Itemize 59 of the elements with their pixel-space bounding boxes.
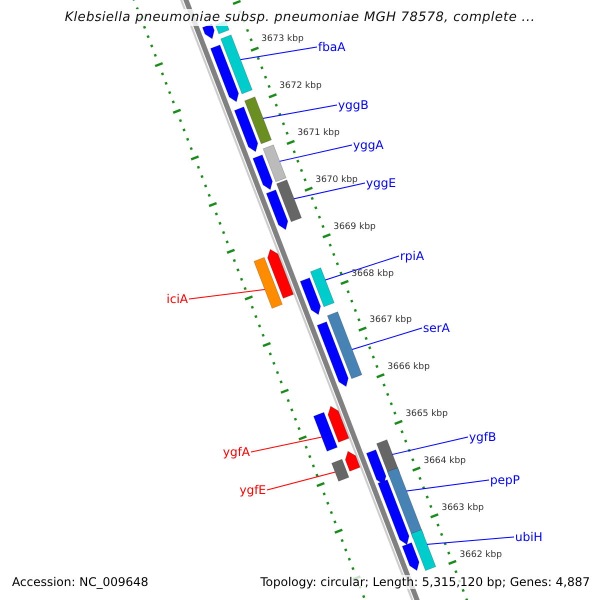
leader-line <box>262 104 338 119</box>
gene-block <box>234 106 258 152</box>
gene-label: pepP <box>490 474 520 486</box>
scale-label: 3664 kbp <box>423 456 466 466</box>
gene-block <box>254 257 283 309</box>
leader-line <box>426 536 514 545</box>
gene-block <box>331 458 350 482</box>
gene-block <box>202 24 215 40</box>
scale-label: 3662 kbp <box>460 550 502 560</box>
gene-label: ygfE <box>239 484 266 496</box>
gene-block <box>345 450 360 472</box>
gene-block <box>366 449 386 485</box>
gene-block <box>262 144 286 182</box>
gene-label: ygfB <box>469 431 496 443</box>
scale-label: 3673 kbp <box>261 35 304 44</box>
scale-label: 3669 kbp <box>333 222 376 232</box>
accession-label: Accession: NC_009648 <box>10 575 150 589</box>
gene-label: ubiH <box>515 531 543 543</box>
gene-block <box>220 34 253 94</box>
gene-block <box>313 412 338 452</box>
gene-block <box>402 542 420 571</box>
gene-block <box>378 479 410 545</box>
leader-line <box>406 480 490 492</box>
gene-block <box>316 321 349 388</box>
scale-label: 3666 kbp <box>387 363 430 372</box>
leader-line <box>188 288 266 300</box>
gene-block <box>410 529 436 571</box>
scale-label: 3663 kbp <box>441 504 484 513</box>
gene-block <box>328 406 350 443</box>
gene-label: yggB <box>338 99 369 111</box>
scale-label: 3672 kbp <box>279 82 322 92</box>
gene-block <box>244 96 272 144</box>
gene-block <box>267 248 294 299</box>
gene-label: yggE <box>366 177 396 189</box>
leader-line <box>279 144 352 162</box>
scale-label: 3667 kbp <box>369 316 412 326</box>
gene-label: rpiA <box>400 250 424 262</box>
gene-block <box>276 179 302 222</box>
scale-label: 3668 kbp <box>351 270 394 279</box>
genome-summary-label: Topology: circular; Length: 5,315,120 bp; Genes: 4,887 <box>258 575 592 589</box>
leader-line <box>324 256 400 280</box>
gene-label: ygfA <box>222 446 250 458</box>
scale-label: 3671 kbp <box>297 129 340 138</box>
leader-line <box>294 182 366 200</box>
leader-line <box>250 436 322 452</box>
gene-block <box>210 44 239 102</box>
gene-block <box>266 189 288 230</box>
scale-label: 3665 kbp <box>405 410 448 420</box>
scale-label: 3670 kbp <box>315 176 358 185</box>
gene-block <box>327 311 362 380</box>
gene-label: fbaA <box>318 41 346 53</box>
gene-label: serA <box>423 322 450 334</box>
gene-block <box>252 154 273 190</box>
gene-label: yggA <box>353 139 384 151</box>
gene-block <box>310 267 335 308</box>
leader-line <box>352 328 422 350</box>
gene-label: iciA <box>166 293 188 305</box>
gene-block <box>300 277 321 316</box>
leader-line <box>240 46 318 60</box>
